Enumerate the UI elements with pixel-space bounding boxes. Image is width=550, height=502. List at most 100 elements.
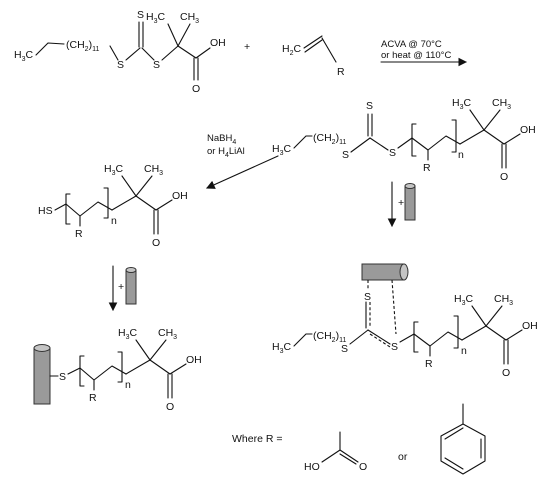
s2-to-rod-dashed	[391, 279, 397, 335]
carbonyl-5	[503, 339, 509, 365]
s-thione-label: S	[137, 9, 144, 21]
h3c-label: H3C	[14, 49, 34, 63]
bond-cooh-3	[135, 195, 157, 211]
n-label-4: n	[125, 379, 131, 391]
attach-arrow-right: +	[387, 181, 416, 228]
where-r-label: Where R =	[232, 433, 282, 445]
support-rod-horizontal	[361, 263, 405, 281]
partial-double-5	[369, 333, 391, 348]
ch3-methyl-3: CH3	[144, 163, 163, 177]
bond-quat-cooh	[177, 45, 197, 59]
reduce-line2: or H4LiAl	[207, 146, 245, 159]
immobilized-raft-polymer: S H3C (CH2)11 S S R n H3C CH3 OH O	[272, 263, 538, 379]
support-rod-left	[33, 347, 51, 405]
bond-hs	[54, 203, 67, 211]
support-rod-cap-horizontal	[399, 263, 409, 281]
oh-label-3: OH	[172, 190, 188, 202]
reduce-arrow-line	[205, 155, 279, 189]
s-thione-label-2: S	[366, 100, 373, 112]
n-label-3: n	[111, 215, 117, 227]
n-label-5: n	[461, 345, 467, 357]
vinyl-r-bond	[321, 37, 337, 63]
o-label-4: O	[166, 401, 174, 413]
h3c-label-5: H3C	[272, 341, 292, 355]
bracket-left-5	[413, 321, 419, 353]
bracket-left-4	[79, 355, 85, 387]
h3c-methyl-4: H3C	[118, 327, 138, 341]
bond-c-s2-5	[367, 329, 391, 345]
r-group-legend: Where R = HO O or	[232, 403, 486, 475]
s2-label-5: S	[391, 341, 398, 353]
bond-oh-5	[505, 329, 523, 341]
benzene-inner-bonds	[444, 427, 482, 470]
bond-oh-4	[169, 363, 187, 375]
bond-to-s	[109, 45, 119, 61]
ch3-methyl: CH3	[180, 11, 199, 25]
ch2-label-2: (CH2)11	[313, 132, 346, 146]
carbonyl-2	[501, 143, 507, 169]
o-label-5: O	[502, 367, 510, 379]
methyl-bonds-5	[471, 305, 503, 327]
hs-label: HS	[38, 205, 53, 217]
s-label-2: S	[342, 149, 349, 161]
bond-quat-3	[111, 195, 137, 211]
carbonyl-double-bond	[193, 57, 199, 81]
bond-s-quat	[161, 45, 179, 61]
thiol-polymer: HS R n H3C CH3 OH O	[38, 163, 188, 249]
reduction-arrow: NaBH4 or H4LiAl	[205, 133, 279, 189]
plus-sign-1: +	[244, 41, 250, 53]
s-label-5: S	[341, 343, 348, 355]
ch3-methyl-4: CH3	[158, 327, 177, 341]
ch3-methyl-2: CH3	[492, 97, 511, 111]
immobilized-thiol-polymer: S R n H3C CH3 OH O	[33, 327, 202, 413]
oh-label-4: OH	[186, 354, 202, 366]
bond-c-oh-2	[503, 133, 521, 145]
ch2-label: (CH2)11	[66, 39, 99, 53]
bond-cooh-4	[149, 359, 171, 375]
ho-label: HO	[304, 461, 320, 473]
ch3-methyl-5: CH3	[494, 293, 513, 307]
oh-label-5: OH	[522, 320, 538, 332]
n-label-2: n	[458, 149, 464, 161]
s-thione-label-5: S	[364, 291, 371, 303]
carbonyl-3	[153, 209, 159, 235]
thione-double-bond	[138, 21, 144, 48]
vinyl-double-bond	[303, 35, 323, 53]
reduce-line1: NaBH4	[207, 133, 236, 146]
bracket-left	[411, 123, 417, 157]
s-label-4: S	[59, 371, 66, 383]
h3c-label-2: H3C	[272, 143, 292, 157]
h2c-label: H2C	[282, 43, 302, 57]
r-label-3: R	[75, 228, 83, 240]
alkyl-bond-5	[293, 333, 313, 347]
bond-s-c	[125, 47, 141, 61]
support-cap-left	[125, 267, 137, 273]
s-label: S	[117, 59, 124, 71]
acid-o-label: O	[359, 461, 367, 473]
s2-label: S	[153, 59, 160, 71]
condition-line2: or heat @ 110°C	[381, 50, 451, 61]
methyl-bonds-3	[121, 175, 153, 197]
bond-c-oh	[195, 47, 211, 59]
plus-sign-left: +	[118, 281, 124, 293]
alkyl-bond	[35, 42, 65, 56]
bracket-right-4	[117, 351, 123, 383]
acid-bonds	[321, 431, 341, 463]
h3c-methyl-3: H3C	[104, 163, 124, 177]
s2-label-2: S	[389, 147, 396, 159]
o-label-2: O	[500, 171, 508, 183]
bond-oh-3	[155, 199, 173, 211]
h3c-methyl: H3C	[146, 11, 166, 25]
raft-polymer: H3C (CH2)11 S S S R n H3C CH3 OH O	[272, 97, 536, 183]
bond-c-s2	[141, 47, 155, 61]
ch2-label-5: (CH2)11	[313, 330, 346, 344]
backbone-4	[79, 365, 127, 381]
bond-s-c-2	[350, 137, 371, 153]
r-label-4: R	[89, 392, 97, 404]
bond-s-c-5	[349, 329, 369, 345]
backbone-3	[65, 201, 113, 217]
bracket-right-5	[453, 315, 459, 349]
bracket-right-3	[103, 187, 109, 219]
support-cylinder-small-left	[125, 269, 137, 305]
acid-carbonyl	[339, 449, 359, 465]
